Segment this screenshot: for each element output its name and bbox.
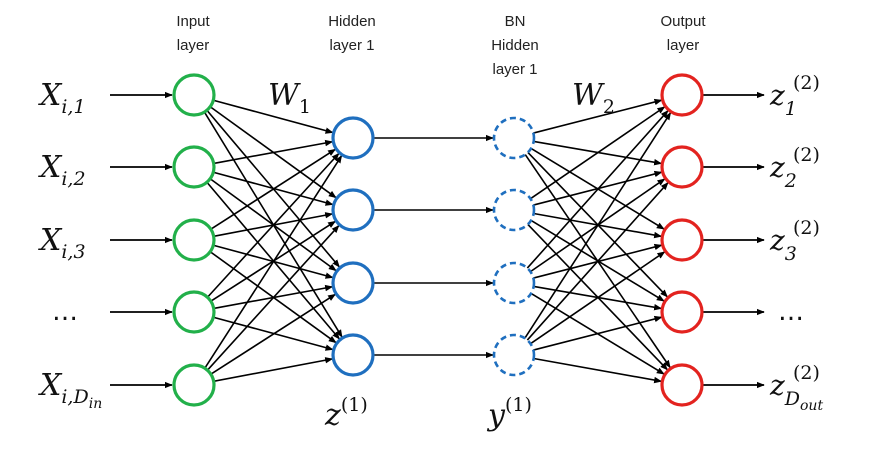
svg-text:z1: z1 (769, 79, 797, 120)
input-label-3: Xi,3 (38, 223, 86, 263)
output-labels: z1(2)z2(2)z3(2)…zDout(2) (769, 72, 823, 414)
header-bn-line3: layer 1 (492, 61, 537, 78)
input-node-5 (172, 363, 216, 407)
bn-node-3 (492, 261, 536, 305)
svg-text:(2): (2) (793, 72, 820, 94)
header-bn-line2: Hidden (491, 37, 539, 54)
edges-hidden-to-bn (373, 134, 494, 359)
bn-node-2 (492, 188, 536, 232)
edge-bn3-out1 (526, 182, 669, 341)
edge-in2-h0 (210, 148, 336, 230)
output-node-3 (660, 218, 704, 262)
edge-in1-h0 (213, 139, 334, 165)
header-input-layer: Input layer (176, 13, 210, 54)
input-node-1 (172, 73, 216, 117)
output-node-2 (660, 145, 704, 189)
edge-in4-h3 (213, 357, 334, 383)
svg-text:(2): (2) (793, 217, 820, 239)
output-node-5 (660, 363, 704, 407)
hidden-node-2 (331, 188, 375, 232)
header-hidden-layer: Hidden layer 1 (328, 13, 376, 54)
input-label-2: Xi,2 (38, 150, 86, 190)
header-hidden-line2: layer 1 (329, 37, 374, 54)
output-label-5: zDout(2) (769, 362, 823, 414)
edge-in4-h0 (204, 154, 343, 369)
input-node-2 (172, 145, 216, 189)
weight-w1-label: W1 (268, 78, 311, 118)
weight-w2-label: W2 (572, 78, 615, 118)
hidden-layer-variable-label: z(1) (324, 394, 368, 433)
hidden-node-1 (331, 116, 375, 160)
output-label-3: z3(2) (769, 217, 820, 265)
header-bn-layer: BN Hidden layer 1 (491, 13, 539, 78)
input-label-5: Xi,Din (38, 368, 102, 412)
edge-in4-h2 (210, 293, 336, 375)
edge-bn3-out4 (533, 357, 663, 384)
input-arrows (110, 91, 173, 389)
bn-layer-variable-label: y(1) (486, 394, 532, 433)
edge-bn3-out3 (533, 315, 663, 351)
header-bn-line1: BN (505, 13, 526, 30)
input-node-4 (172, 290, 216, 334)
input-labels: Xi,1Xi,2Xi,3 … Xi,Din (38, 78, 102, 412)
svg-text:z2: z2 (769, 151, 797, 192)
output-label-ellipsis: … (778, 297, 804, 327)
edge-bn1-out0 (530, 106, 666, 200)
svg-text:z3: z3 (769, 224, 797, 265)
edge-bn3-out2 (530, 251, 666, 345)
svg-text:(2): (2) (793, 144, 820, 166)
header-hidden-line1: Hidden (328, 13, 376, 30)
svg-text:zDout: zDout (769, 369, 823, 414)
hidden-node-4 (331, 333, 375, 377)
input-label-ellipsis: … (52, 297, 78, 327)
header-output-layer: Output layer (660, 13, 706, 54)
svg-text:(2): (2) (793, 362, 820, 384)
edge-in4-h1 (206, 224, 340, 371)
output-label-2: z2(2) (769, 144, 820, 192)
edge-in0-h0 (213, 99, 334, 134)
edge-bn2-out0 (526, 110, 669, 269)
header-output-line2: layer (667, 37, 700, 54)
input-node-3 (172, 218, 216, 262)
input-label-1: Xi,1 (38, 78, 86, 118)
edges-input-to-hidden (203, 99, 343, 383)
edge-bn3-out0 (524, 111, 672, 339)
output-layer-nodes (660, 73, 704, 407)
bn-layer-nodes (492, 116, 536, 377)
edge-in3-h0 (206, 152, 340, 298)
hidden-node-3 (331, 261, 375, 305)
input-layer-nodes (172, 73, 216, 407)
header-input-line2: layer (177, 37, 210, 54)
header-output-line1: Output (660, 13, 706, 30)
output-arrows (702, 91, 765, 389)
bn-node-4 (492, 333, 536, 377)
hidden-layer-nodes (331, 116, 375, 377)
output-node-4 (660, 290, 704, 334)
edge-bn0-out0 (533, 98, 663, 134)
output-node-1 (660, 73, 704, 117)
output-label-1: z1(2) (769, 72, 820, 120)
edges-bn-to-output (524, 98, 672, 384)
header-input-line1: Input (176, 13, 210, 30)
bn-node-1 (492, 116, 536, 160)
